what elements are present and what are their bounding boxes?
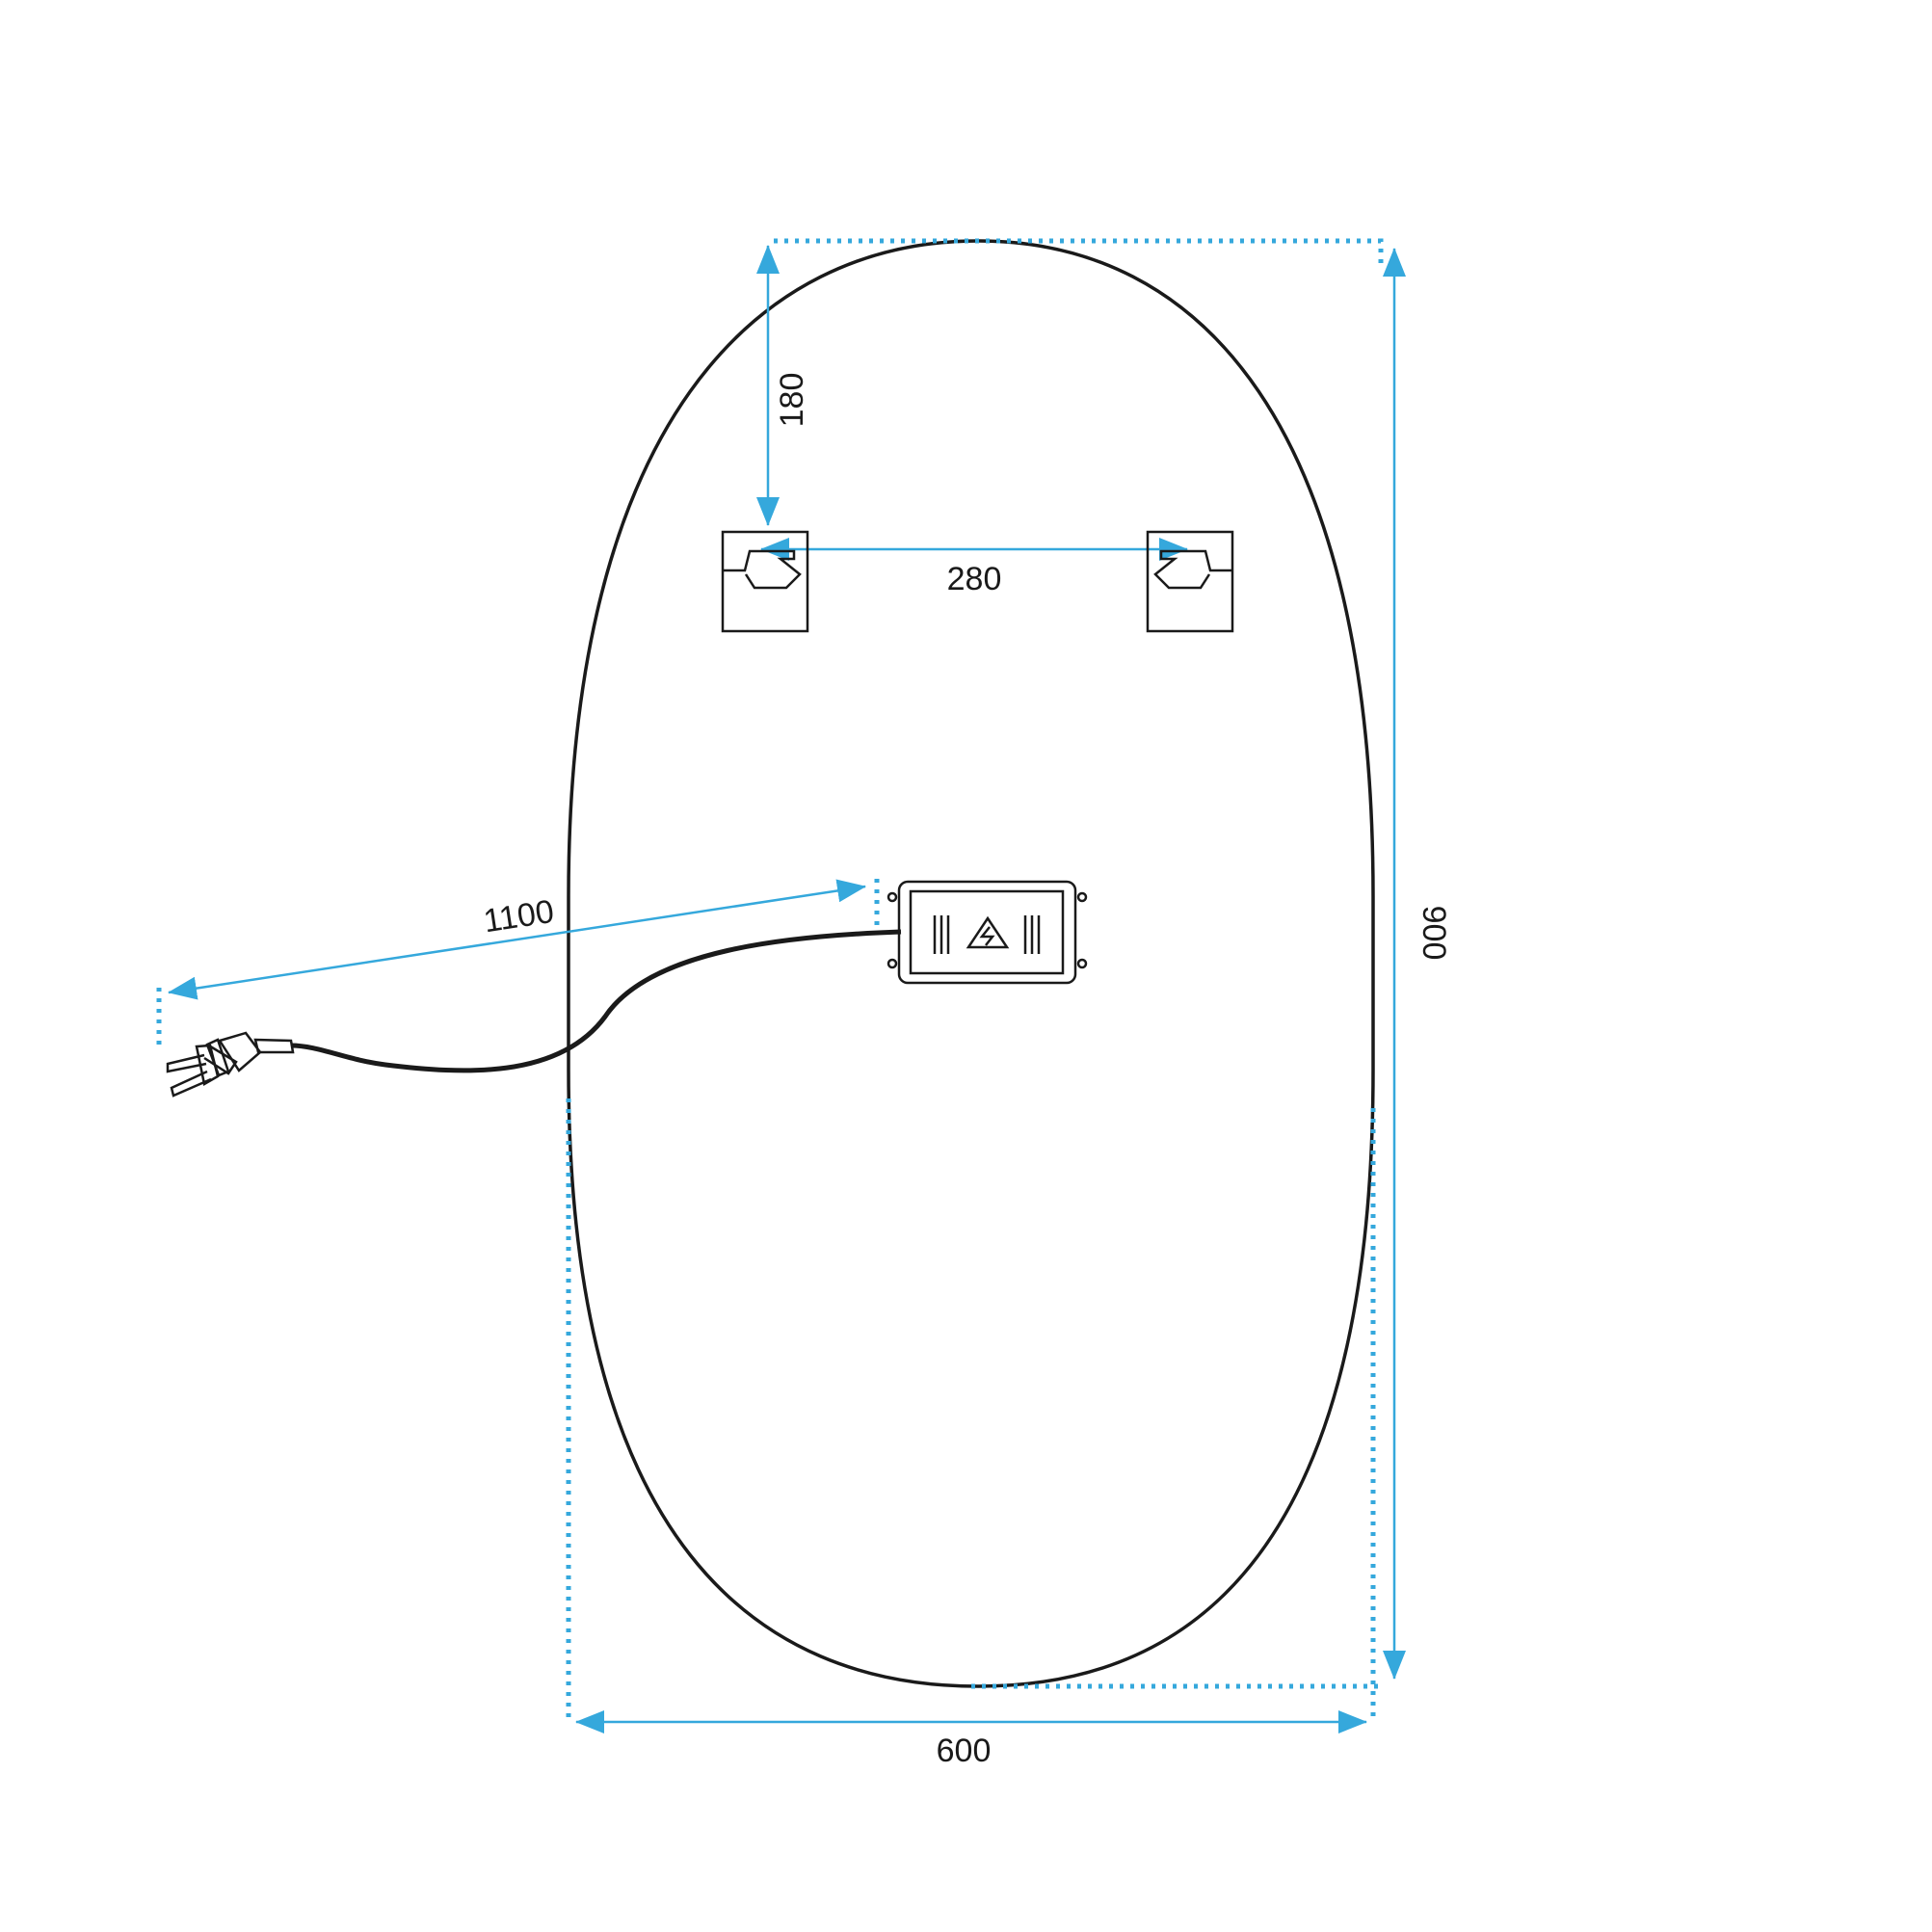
- dimension-arrows: [168, 245, 1406, 1734]
- extension-lines: [156, 238, 1384, 1720]
- right-wall-hook-icon: [1146, 530, 1234, 633]
- height-label: 900: [1416, 906, 1452, 961]
- left-wall-hook-icon: [721, 530, 809, 633]
- width-label: 600: [937, 1733, 992, 1769]
- hook-offset-label: 180: [774, 373, 810, 428]
- power-driver-box-icon: [887, 880, 1088, 985]
- hook-spacing-label: 280: [947, 561, 1002, 597]
- mirror-outline: [567, 239, 1375, 1688]
- cable-length-label: 1100: [481, 893, 556, 940]
- warning-triangle-icon: [966, 915, 1010, 949]
- power-plug-icon: [166, 1031, 295, 1098]
- top-extension-line: [774, 238, 1384, 265]
- power-cable: [290, 929, 902, 1073]
- cable-length-arrow: [168, 879, 866, 1000]
